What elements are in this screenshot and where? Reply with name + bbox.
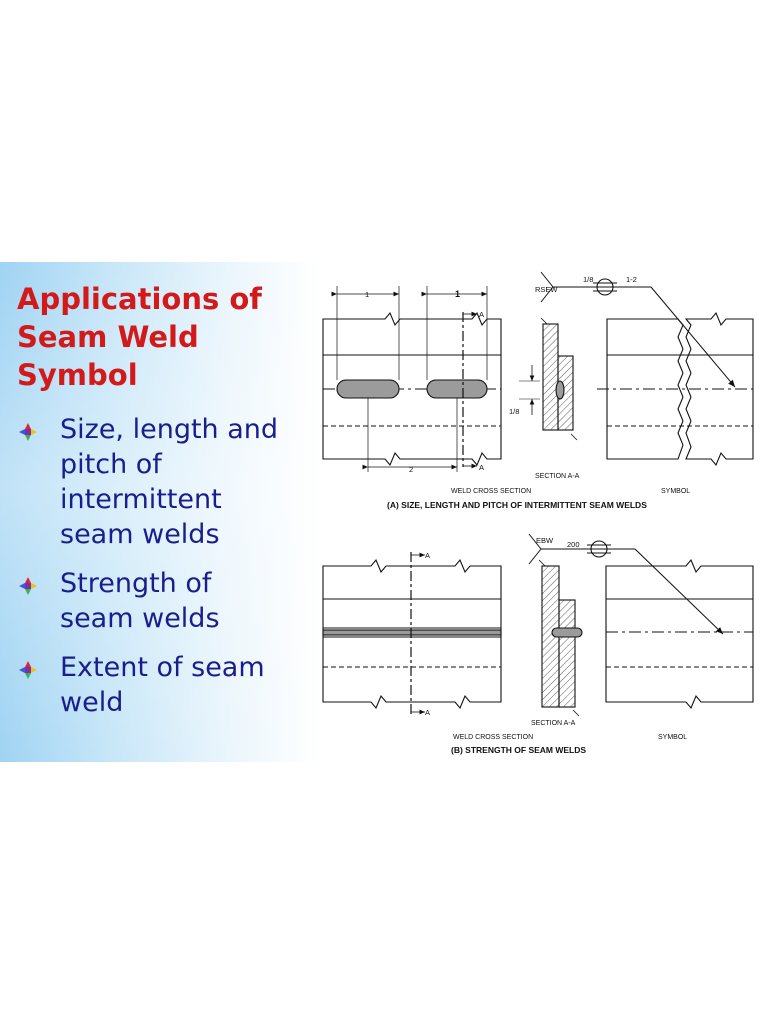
dim-length-1: 1 — [365, 290, 369, 299]
bullet-item: Strength of seam welds — [16, 566, 316, 636]
dim-length-2: 1 — [455, 289, 460, 299]
section-marker: A — [425, 551, 430, 560]
bullet-item: Size, length and pitch of intermittent s… — [16, 412, 316, 552]
section-plate-right — [558, 599, 576, 708]
panel-a — [322, 271, 754, 472]
weld-cross-section-label: WELD CROSS SECTION — [451, 488, 531, 495]
bullet-line: seam welds — [60, 603, 220, 634]
weld-strength: 200 — [567, 540, 580, 549]
bullet-line: weld — [60, 687, 124, 718]
symbol-view-outline — [606, 318, 684, 460]
bullet-line: seam welds — [60, 519, 220, 550]
dim-pitch: 2 — [409, 465, 413, 474]
process-label: RSEW — [535, 285, 558, 294]
panel-a-caption: (A) SIZE, LENGTH AND PITCH OF INTERMITTE… — [387, 500, 647, 510]
section-label: SECTION A-A — [531, 720, 576, 727]
bullet-line: Extent of seam — [60, 652, 265, 683]
continuous-weld — [322, 629, 502, 636]
dim-thickness: 1/8 — [509, 407, 519, 416]
plan-view-outline — [322, 311, 502, 467]
bullet-item: Extent of seam weld — [16, 650, 316, 720]
section-marker: A — [425, 708, 430, 717]
bullet-line: Strength of — [60, 568, 212, 599]
four-color-arrow-bullet-icon — [19, 423, 37, 441]
title-line: Symbol — [17, 358, 138, 392]
symbol-arrow — [650, 286, 736, 388]
section-plate-left — [542, 323, 559, 431]
section-label: SECTION A-A — [535, 473, 580, 480]
bullet-line: pitch of — [60, 449, 162, 480]
weld-segment — [336, 379, 400, 399]
four-color-arrow-bullet-icon — [19, 577, 37, 595]
weld-size: 1/8 — [583, 275, 593, 284]
title-line: Seam Weld — [17, 320, 199, 354]
slide: Applications of Seam Weld Symbol Size, l… — [0, 262, 768, 762]
four-color-arrow-bullet-icon — [19, 661, 37, 679]
section-marker: A — [479, 310, 484, 319]
panel-b-caption: (B) STRENGTH OF SEAM WELDS — [451, 745, 586, 755]
title-line: Applications of — [17, 282, 262, 316]
symbol-arrow — [634, 548, 724, 635]
symbol-label: SYMBOL — [661, 488, 690, 495]
weld-segment — [426, 379, 488, 399]
process-label: EBW — [536, 536, 554, 545]
bullet-line: intermittent — [60, 484, 222, 515]
bullet-list: Size, length and pitch of intermittent s… — [16, 412, 316, 734]
panel-b — [322, 533, 754, 717]
seam-weld-symbol-circle — [590, 540, 608, 558]
weld-length-pitch: 1-2 — [626, 275, 637, 284]
weld-nugget — [555, 380, 565, 400]
weld-cross-section-label: WELD CROSS SECTION — [453, 734, 533, 741]
bullet-line: Size, length and — [60, 414, 279, 445]
panel-a-labels: 1 1 2 A A 1/8 RSEW 1/8 1-2 SECTION A-A W… — [365, 275, 690, 510]
section-marker: A — [479, 463, 484, 472]
panel-b-labels: A A EBW 200 SECTION A-A WELD CROSS SECTI… — [425, 536, 687, 755]
symbol-label: SYMBOL — [658, 734, 687, 741]
sidebar-gradient — [0, 262, 320, 762]
seam-weld-symbol-circle — [596, 278, 614, 296]
plan-view-outline — [322, 558, 502, 710]
seam-weld-figure: 1 1 2 A A 1/8 RSEW 1/8 1-2 SECTION A-A W… — [322, 271, 754, 755]
slide-title: Applications of Seam Weld Symbol — [17, 280, 307, 394]
weld-nugget — [551, 627, 583, 638]
symbol-view-outline — [605, 558, 754, 710]
